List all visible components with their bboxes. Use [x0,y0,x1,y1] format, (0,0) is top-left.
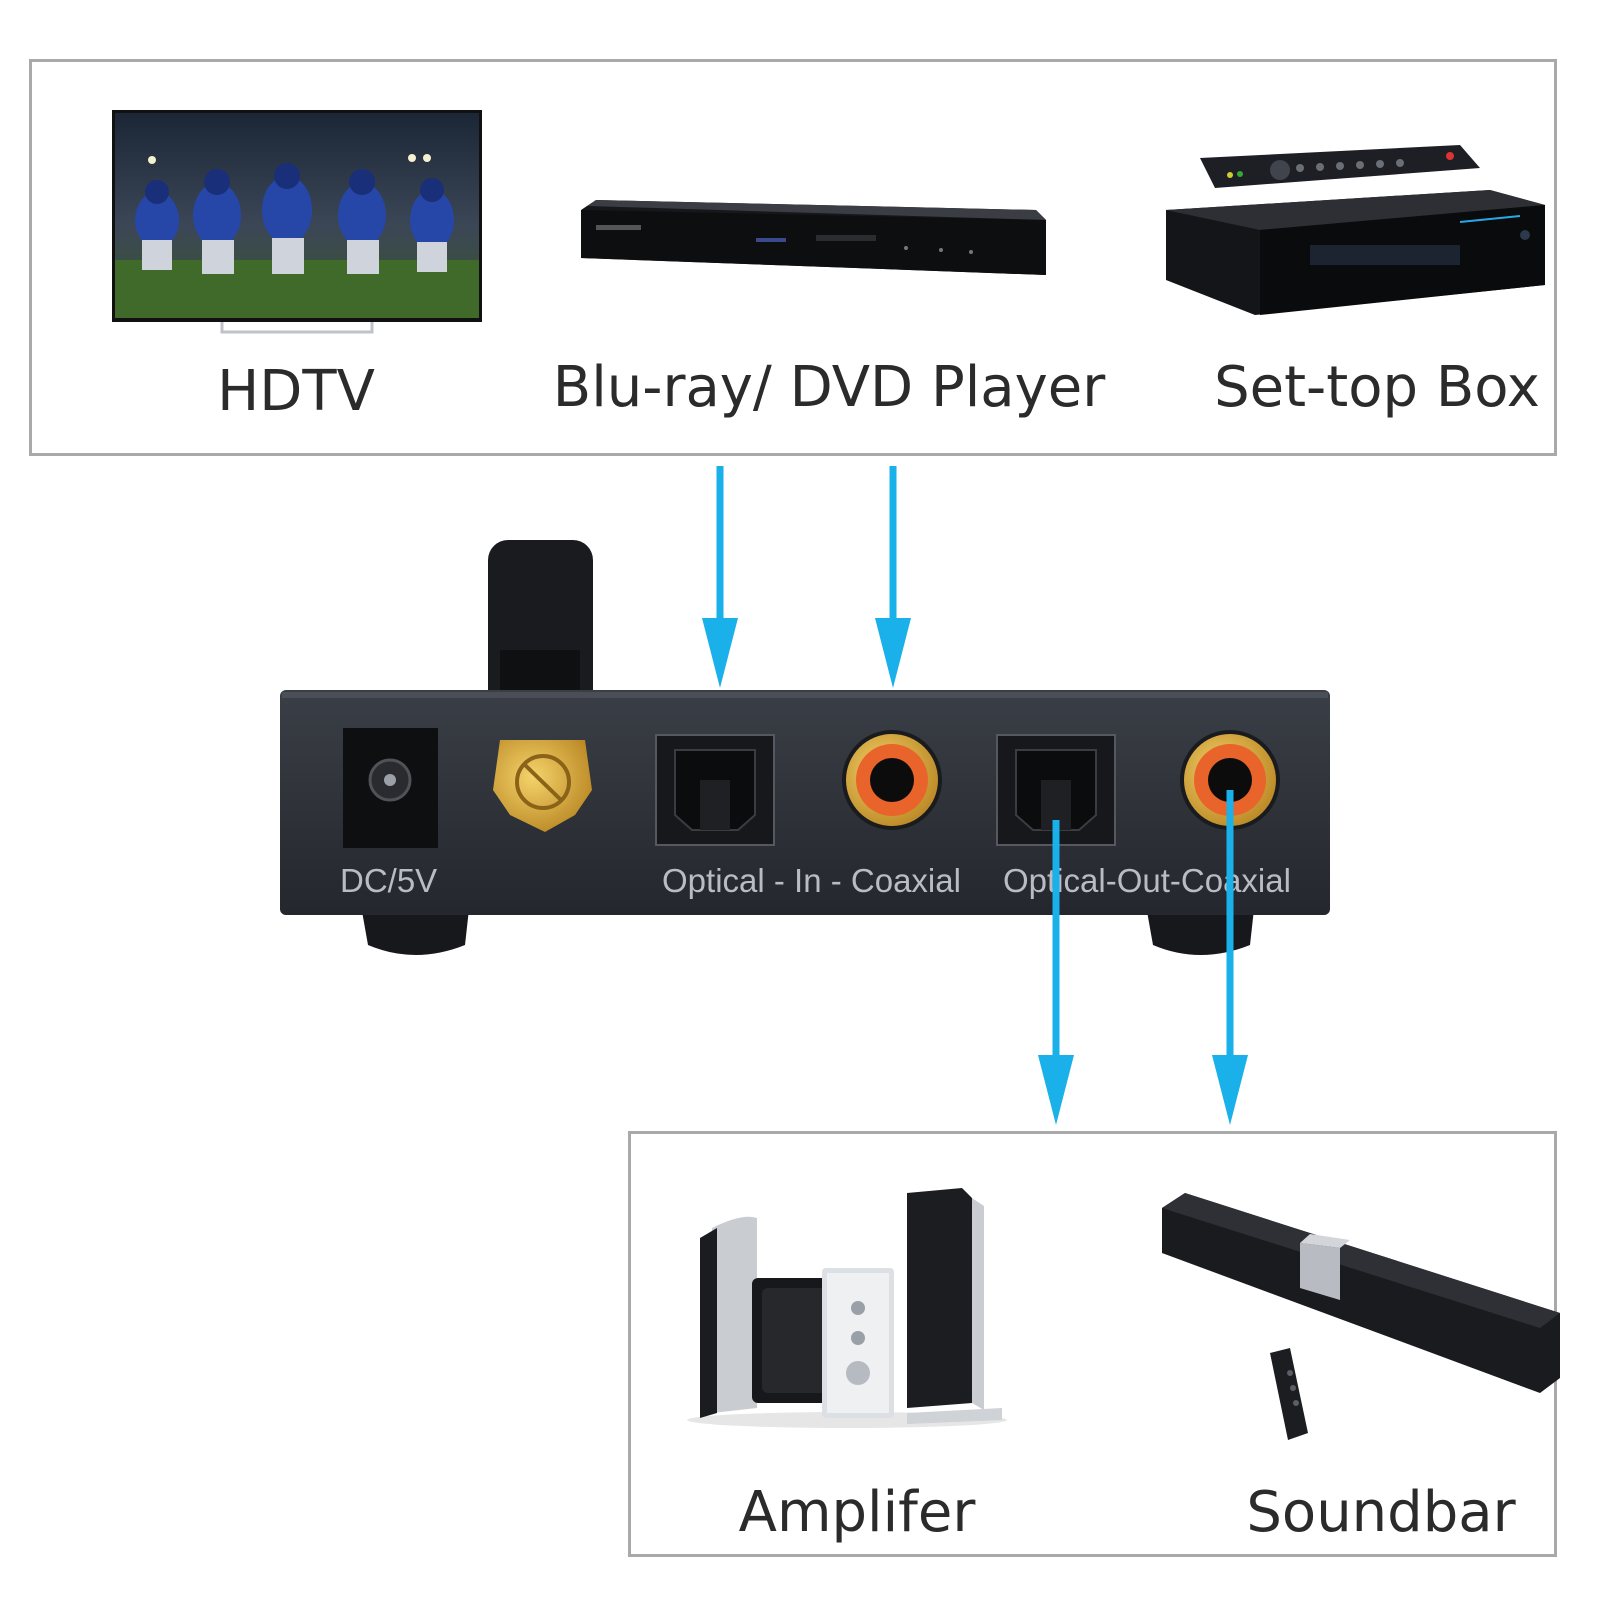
set-top-box-label: Set-top Box [1214,355,1540,420]
bluray-label: Blu-ray/ DVD Player [552,355,1106,420]
set-top-box-icon [1166,145,1545,315]
speaker-system-icon [687,1188,1007,1428]
arrow-optical-in [702,466,738,688]
arrow-coaxial-in [875,466,911,688]
soundbar-label: Soundbar [1246,1480,1516,1545]
tv-icon [112,110,482,334]
amplifier-label: Amplifer [738,1480,976,1545]
bluray-player-icon [581,200,1046,275]
arrow-coaxial-out [1212,790,1248,1125]
output-ports-label: Optical-Out-Coaxial [1003,862,1291,899]
input-ports-label: Optical - In - Coaxial [662,862,961,899]
arrow-optical-out [1038,820,1074,1125]
dc-port-label: DC/5V [340,862,438,899]
soundbar-icon [1162,1193,1560,1440]
hdtv-label: HDTV [217,359,375,424]
